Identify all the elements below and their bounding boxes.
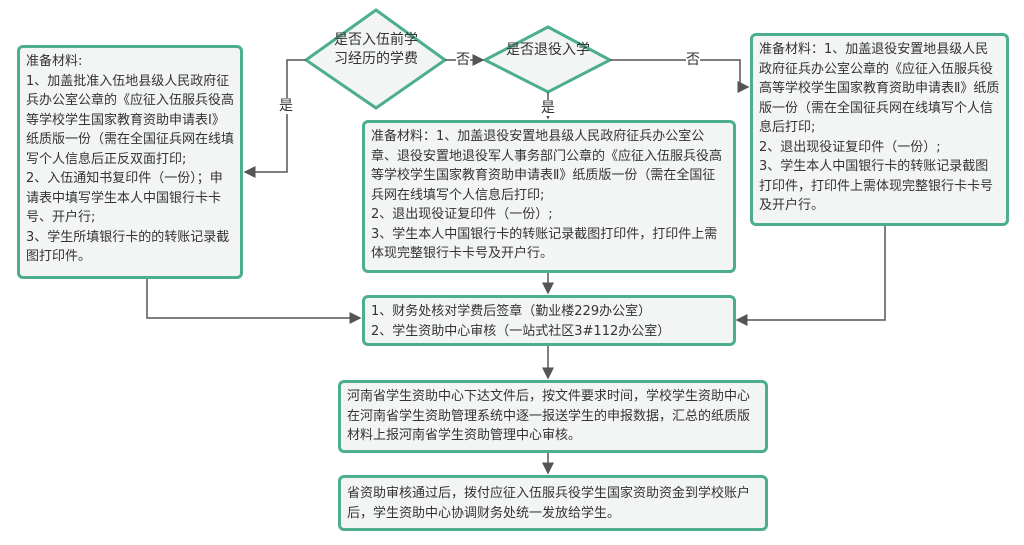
edge-label-no-1: 否 [456, 52, 470, 68]
left-materials-box: 准备材料: 1、加盖批准入伍地县级人民政府征兵办公室公章的《应征入伍服兵役高等学… [17, 45, 243, 279]
middle-materials-box: 准备材料：1、加盖退役安置地县级人民政府征兵办公室公章、退役安置地退役军人事务部… [362, 120, 736, 273]
report-box: 河南省学生资助中心下达文件后，按文件要求时间，学校学生资助中心在河南省学生资助管… [338, 380, 768, 453]
review-box: 1、财务处核对学费后签章（勤业楼229办公室） 2、学生资助中心审核（一站式社区… [362, 295, 736, 346]
edge-label-yes-1: 是 [279, 98, 293, 114]
decision-text-2: 是否退役入学 [506, 42, 590, 58]
decision-diamond-1 [303, 8, 448, 110]
right-materials-box: 准备材料：1、加盖退役安置地县级人民政府征兵办公室公章的《应征入伍服兵役高等学校… [750, 33, 1009, 226]
payout-box: 省资助审核通过后，拨付应征入伍服兵役学生国家资助资金到学校账户后，学生资助中心协… [338, 475, 768, 531]
edge-label-yes-2: 是 [541, 100, 555, 116]
decision-text-1: 是否入伍前学习经历的学费 [334, 32, 418, 67]
edge-label-no-2: 否 [686, 52, 700, 68]
